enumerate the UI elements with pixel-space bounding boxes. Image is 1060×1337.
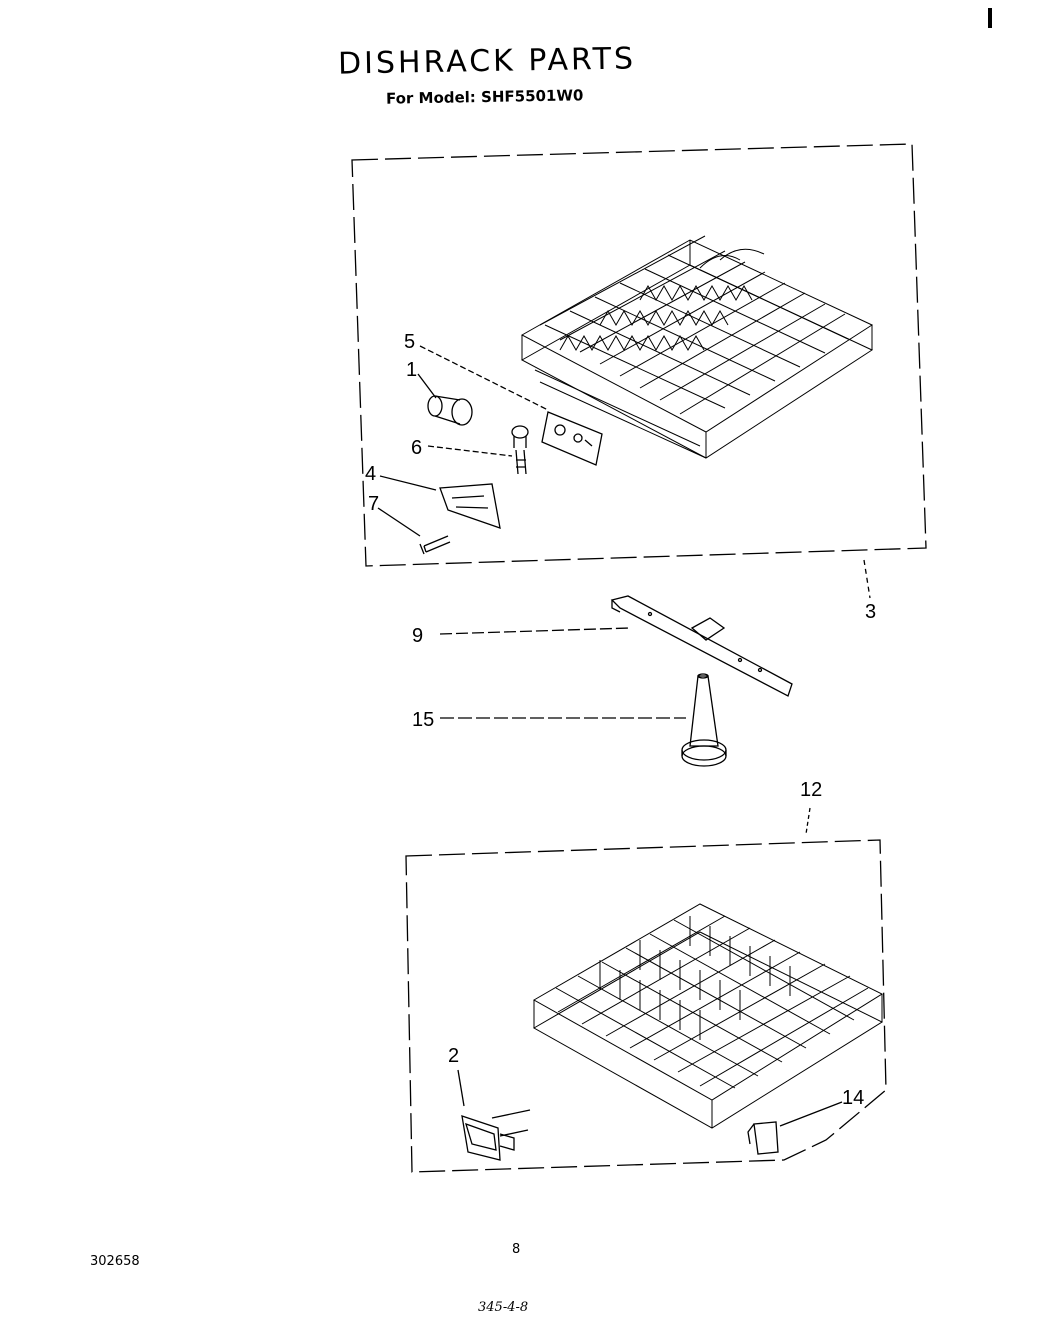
callout-15: 15 — [412, 709, 434, 731]
leader-line-4 — [379, 475, 437, 491]
lower-rack-enclosure — [405, 839, 887, 1173]
leader-line-12 — [805, 807, 811, 835]
leader-line-2 — [457, 1069, 465, 1107]
page-number: 8 — [512, 1242, 521, 1257]
leader-line-3 — [863, 559, 871, 599]
leader-line-14 — [779, 1101, 843, 1127]
part-1-roller-wheel — [427, 395, 473, 426]
callout-2: 2 — [448, 1045, 459, 1067]
leader-line-1 — [417, 373, 437, 399]
callout-5: 5 — [404, 331, 415, 353]
part-9-spray-arm — [610, 595, 793, 697]
part-5-bracket-plate — [541, 411, 603, 466]
leader-line-9 — [439, 627, 631, 635]
part-14-end-cap — [747, 1121, 779, 1155]
leader-line-5 — [419, 345, 549, 411]
callout-6: 6 — [411, 437, 422, 459]
callout-4: 4 — [365, 463, 376, 485]
document-number: 302658 — [90, 1254, 140, 1269]
part-15-spray-column — [681, 673, 727, 767]
callout-12: 12 — [800, 779, 822, 801]
callout-7: 7 — [368, 493, 379, 515]
part-2-rack-bracket — [461, 1109, 531, 1161]
upper-dishrack — [520, 235, 874, 459]
leader-line-6 — [427, 445, 513, 457]
leader-line-7 — [377, 507, 421, 537]
upper-rack-enclosure — [351, 143, 927, 567]
part-6-axle-stud — [511, 425, 529, 475]
part-7-screw — [419, 535, 451, 555]
callout-1: 1 — [406, 359, 417, 381]
lower-dishrack — [532, 903, 884, 1129]
corner-registration-mark — [988, 8, 992, 28]
callout-14: 14 — [842, 1087, 864, 1109]
handwritten-note: 345-4-8 — [478, 1300, 529, 1315]
callout-3: 3 — [865, 601, 876, 623]
callout-9: 9 — [412, 625, 423, 647]
part-4-stop-clip — [439, 483, 501, 529]
